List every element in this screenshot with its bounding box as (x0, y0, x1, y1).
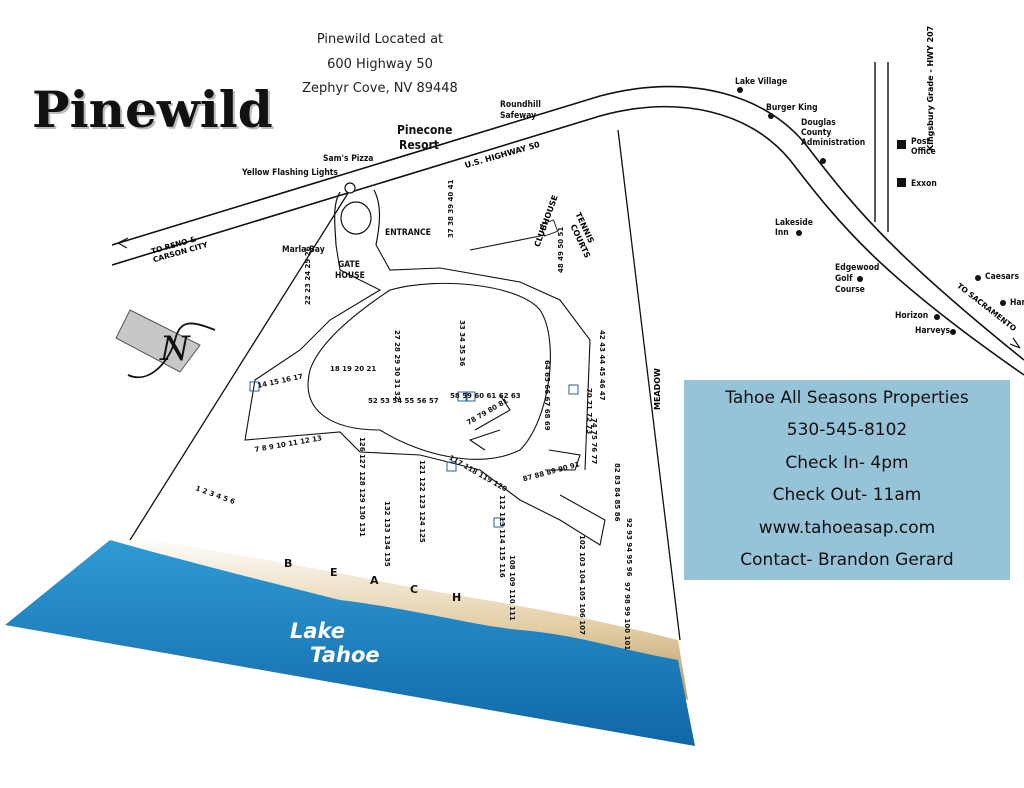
sams-pizza-label: Sam's Pizza (323, 154, 374, 164)
lakeside-inn-label: Lakeside (775, 218, 813, 228)
post-office-marker (897, 140, 906, 149)
harveys-label: Harveys (915, 326, 951, 336)
unit-numbers: 1 2 3 4 5 6 (194, 484, 236, 506)
beach-letter: H (452, 591, 461, 604)
meadow-label: MEADOW (653, 368, 662, 410)
resort-label: Resort (399, 138, 439, 152)
house-label: HOUSE (335, 271, 365, 281)
check-out-time: Check Out- 11am (772, 485, 922, 506)
lake-area (5, 540, 695, 746)
unit-numbers: 52 53 54 55 56 57 (368, 397, 439, 405)
post-office-label: Post (911, 137, 931, 147)
lake-label: Lake (290, 619, 345, 643)
unit-numbers: 108 109 110 111 (508, 555, 516, 621)
address-line2: 600 Highway 50 (327, 57, 433, 72)
property-boundary (617, 129, 681, 641)
roundhill-label: Roundhill (500, 100, 541, 110)
gate-label: GATE (338, 260, 360, 270)
edgewood-label: Edgewood (835, 263, 880, 273)
unit-numbers: 132 133 134 135 (383, 501, 391, 567)
pinecone-label: Pinecone (397, 123, 453, 137)
unit-numbers: 97 98 99 100 101 (623, 582, 631, 650)
address-line3: Zephyr Cove, NV 89448 (302, 81, 458, 96)
contact-info-box: Tahoe All Seasons Properties 530-545-810… (684, 380, 1010, 580)
unit-numbers: 42 43 44 45 46 47 (598, 330, 606, 401)
website-link[interactable]: www.tahoeasap.com (758, 517, 936, 538)
unit-numbers: 112 113 114 115 116 (498, 495, 506, 578)
yellow-lights-label: Yellow Flashing Lights (242, 168, 338, 178)
unit-numbers: 27 28 29 30 31 32 (393, 330, 401, 401)
caesars-dot (975, 275, 981, 281)
exxon-marker (897, 178, 906, 187)
brand-title: Pinewild (32, 80, 273, 139)
compass-icon (115, 309, 216, 378)
horizon-label: Horizon (895, 311, 929, 321)
burger-king-dot (768, 113, 774, 119)
douglas-dot (820, 158, 826, 164)
tahoe-label: Tahoe (310, 643, 380, 667)
check-in-time: Check In- 4pm (785, 452, 909, 473)
horizon-dot (934, 314, 940, 320)
lake-village-dot (737, 87, 743, 93)
clubhouse-label: CLUBHOUSE (533, 194, 560, 248)
phone-number[interactable]: 530-545-8102 (786, 420, 908, 441)
unit-numbers: 87 88 89 90 91 (522, 460, 581, 483)
to-sacramento-label: TO SACRAMENTO (955, 281, 1018, 333)
kingsbury-label: Kingsbury Grade - HWY 207 (926, 26, 935, 151)
unit-numbers: 92 93 94 95 96 (625, 518, 633, 577)
entrance-label: ENTRANCE (385, 228, 431, 238)
beach-letter: E (330, 566, 338, 579)
unit-numbers: 82 83 84 85 86 (613, 463, 621, 522)
lakeside-inn-label: Inn (775, 228, 789, 238)
douglas-label: County (801, 128, 832, 138)
unit-numbers: 126 127 128 129 130 131 (358, 437, 366, 537)
harrahs-dot (1000, 300, 1006, 306)
unit-numbers: 121 122 123 124 125 (418, 460, 426, 543)
unit-numbers: 7 8 9 10 11 12 13 (254, 434, 323, 454)
unit-numbers: 70 71 72 73 (585, 388, 593, 434)
highway-50 (111, 85, 1024, 361)
address-line1: Pinewild Located at (316, 32, 444, 47)
unit-numbers: 22 23 24 25 26 (304, 246, 312, 305)
lake-village-label: Lake Village (735, 77, 788, 87)
unit-numbers: 14 15 16 17 (257, 372, 304, 389)
douglas-label: Douglas (801, 118, 836, 128)
marla-bay-label: Marla Bay (282, 245, 325, 255)
unit-numbers: 18 19 20 21 (330, 365, 376, 373)
edgewood-label: Golf (835, 274, 853, 284)
beach-letter: B (284, 557, 292, 570)
harveys-dot (950, 329, 956, 335)
burger-king-label: Burger King (766, 103, 818, 113)
edgewood-dot (857, 276, 863, 282)
unit-numbers: 48 49 50 51 (557, 227, 565, 273)
lakeside-inn-dot (796, 230, 802, 236)
unit-numbers: 102 103 104 105 106 107 (578, 535, 586, 635)
unit-numbers: 64 65 66 67 68 69 (543, 360, 551, 431)
contact-person: Contact- Brandon Gerard (740, 549, 954, 570)
safeway-label: Safeway (500, 111, 537, 121)
highway-label: U.S. HIGHWAY 50 (464, 140, 542, 170)
unit-numbers: 33 34 35 36 (458, 320, 466, 366)
unit-numbers: 58 59 60 61 62 63 (450, 392, 521, 400)
edgewood-label: Course (835, 285, 865, 295)
douglas-label: Administration (801, 138, 866, 148)
compass-letter: N (159, 329, 191, 369)
company-name: Tahoe All Seasons Properties (725, 388, 969, 408)
unit-numbers: 37 38 39 40 41 (447, 179, 455, 238)
beach-letter: A (370, 574, 379, 587)
post-office-label: Office (911, 147, 936, 157)
exxon-label: Exxon (911, 179, 937, 189)
unit-numbers: 74 75 76 77 (590, 418, 598, 464)
harrahs-label: Har (1010, 298, 1024, 308)
beach-letter: C (410, 583, 418, 596)
caesars-label: Caesars (985, 272, 1019, 282)
